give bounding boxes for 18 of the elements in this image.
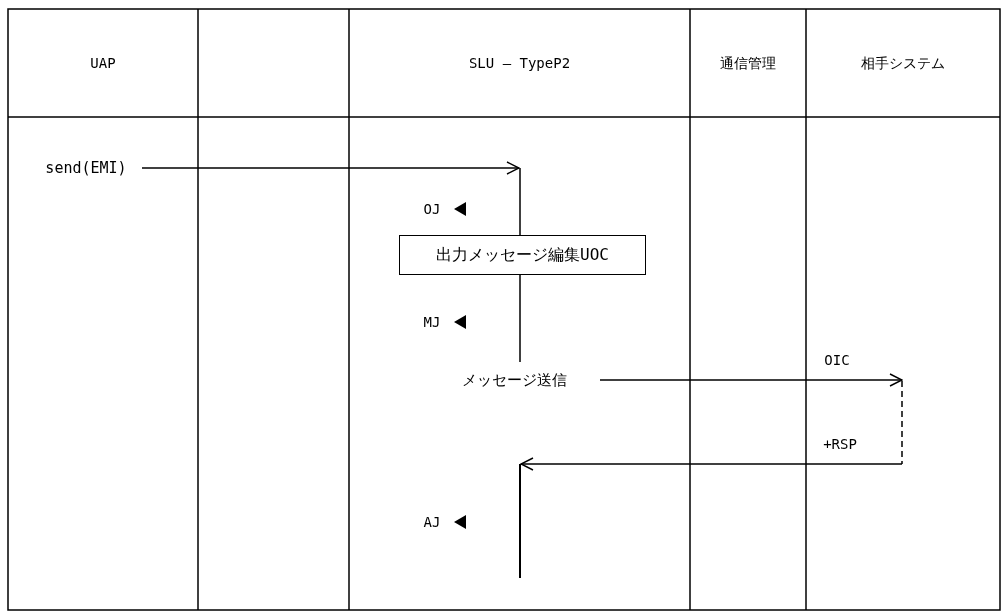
signal-label: AJ [422,512,442,532]
column-header: 通信管理 [719,53,777,73]
edge-label: +RSP [822,434,858,454]
message-arrow [520,457,903,471]
process-box: 出力メッセージ編集UOC [399,235,646,275]
message-label: メッセージ送信 [438,362,590,398]
edge-label: OIC [823,350,851,370]
message-label: send(EMI) [40,158,132,178]
column-header: UAP [89,53,117,73]
lifeline [519,274,521,363]
column-header: SLU — TypeP2 [467,53,572,73]
signal-label: MJ [422,312,442,332]
signal-label: OJ [422,199,442,219]
lifeline [519,464,521,578]
lifeline [519,167,521,236]
column-header: 相手システム [860,53,946,73]
message-arrow [599,373,903,387]
message-arrow [141,161,520,175]
